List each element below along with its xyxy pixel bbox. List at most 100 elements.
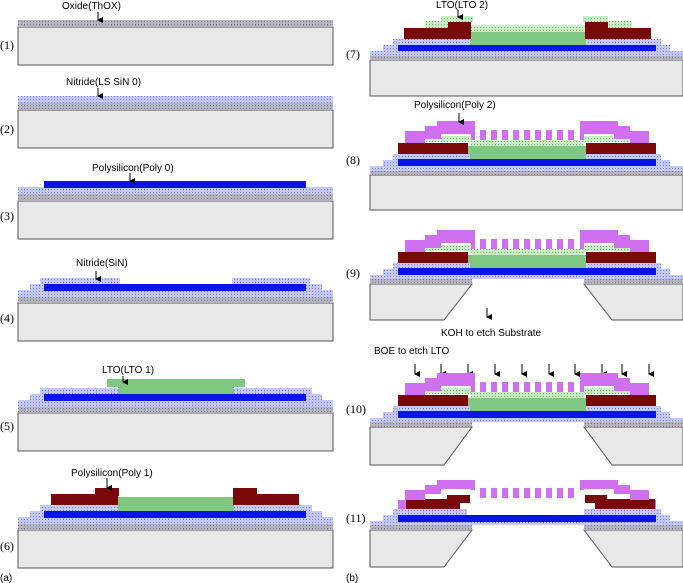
step-8: Polysilicon(Poly 2) (8) — [346, 100, 683, 211]
substrate — [17, 412, 334, 452]
nitride-layer — [370, 418, 683, 422]
lto2-center — [471, 25, 585, 32]
oxide-layer — [18, 523, 333, 530]
step-number: (3) — [0, 209, 14, 223]
poly2-left — [398, 480, 475, 509]
oxide-right — [584, 278, 683, 284]
oxide-right — [584, 524, 683, 530]
step-number: (2) — [0, 122, 14, 136]
poly1-right — [595, 499, 655, 509]
step-number: (8) — [346, 153, 360, 167]
nitride-layer — [370, 166, 683, 171]
poly1-right-step — [585, 495, 607, 503]
lto2-left — [425, 388, 471, 394]
poly2-comb — [480, 130, 574, 140]
poly0-layer — [398, 515, 656, 522]
step-1: Oxide(ThOX) (1) — [0, 1, 334, 66]
poly1-left — [398, 395, 468, 406]
poly0-layer — [398, 268, 656, 275]
oxide-left — [370, 421, 472, 427]
nitride-layer — [370, 51, 683, 56]
panel-label-a: (a) — [0, 573, 12, 583]
lto1-body — [470, 406, 586, 411]
lto2-right — [608, 21, 632, 28]
step-label: Nitride(SiN) — [76, 258, 128, 269]
poly1-left-step — [447, 495, 470, 503]
poly2-comb — [480, 382, 574, 392]
step-number: (1) — [0, 38, 14, 52]
poly2-right — [580, 480, 656, 509]
poly0-layer — [44, 181, 306, 188]
poly1-right — [585, 28, 651, 39]
substrate-left — [369, 426, 473, 466]
step-11: (11) — [346, 480, 683, 568]
substrate — [17, 302, 334, 342]
step-9: KOH to etch Substrate (9) — [346, 230, 683, 339]
poly2-right — [580, 121, 656, 154]
step-number: (7) — [346, 47, 360, 61]
oxide-left — [370, 278, 472, 284]
substrate-left — [369, 529, 474, 568]
step-label: Oxide(ThOX) — [62, 1, 121, 12]
step-2: Nitride(LS SiN 0) (2) — [0, 77, 334, 149]
step-label: LTO(LTO 1) — [102, 365, 154, 376]
poly2-comb-released — [480, 488, 574, 498]
oxide-right — [584, 421, 683, 427]
lto1-top — [107, 497, 245, 505]
lto2-right-top — [583, 16, 608, 22]
nitride-pad-right — [584, 509, 661, 516]
poly1-left — [51, 494, 118, 505]
step-3: Polysilicon(Poly 0) (3) — [0, 163, 334, 240]
poly0-layer — [44, 284, 306, 291]
nitride-pad-left — [393, 509, 467, 516]
oxide-layer — [18, 194, 333, 201]
step-label: BOE to etch LTO — [374, 346, 449, 357]
poly0-layer — [398, 411, 656, 418]
poly1-left — [406, 499, 460, 509]
step-number: (6) — [0, 539, 14, 553]
substrate — [369, 174, 683, 211]
lto1-body — [470, 154, 586, 159]
step-number: (10) — [346, 402, 366, 416]
oxide-layer — [18, 103, 333, 110]
step-number: (11) — [346, 511, 366, 525]
poly1-right — [586, 252, 656, 263]
nitride-pad-right — [232, 278, 310, 285]
step-4: Nitride(SiN) (4) — [0, 258, 334, 342]
substrate — [17, 26, 334, 66]
oxide-layer — [18, 406, 333, 413]
nitride-layer — [370, 521, 683, 525]
lto2-center — [471, 140, 584, 146]
lto1-top — [460, 32, 597, 39]
step-number: (4) — [0, 311, 14, 325]
poly0-layer — [398, 159, 656, 166]
lto1-top — [460, 255, 597, 263]
oxide-layer — [370, 54, 683, 60]
step-number: (5) — [0, 419, 14, 433]
substrate-right — [583, 426, 683, 466]
substrate — [369, 59, 683, 97]
lto2-center — [471, 249, 584, 255]
nitride-layer — [18, 517, 333, 524]
lto2-left-top — [441, 16, 473, 22]
step-7: LTO(LTO 2) (7) — [346, 0, 683, 97]
lto1-body — [118, 387, 234, 394]
lto2-right — [584, 136, 630, 142]
poly2-left — [398, 373, 475, 406]
lto1-body — [118, 505, 234, 511]
boe-arrows — [414, 364, 654, 377]
step-6: Polysilicon(Poly 1) (6) — [0, 468, 334, 569]
step-10: BOE to etch LTO — [346, 346, 683, 466]
poly0-layer — [44, 394, 306, 401]
oxide-layer — [18, 20, 333, 27]
lto2-center — [471, 392, 584, 398]
step-label: KOH to etch Substrate — [441, 328, 541, 339]
substrate — [17, 529, 334, 569]
substrate — [17, 200, 334, 240]
poly2-comb — [480, 239, 574, 249]
lto2-left — [425, 21, 448, 28]
poly2-left — [398, 230, 475, 263]
lto1-body — [470, 263, 586, 268]
poly1-right-step — [233, 488, 257, 496]
step-number: (9) — [346, 266, 360, 280]
